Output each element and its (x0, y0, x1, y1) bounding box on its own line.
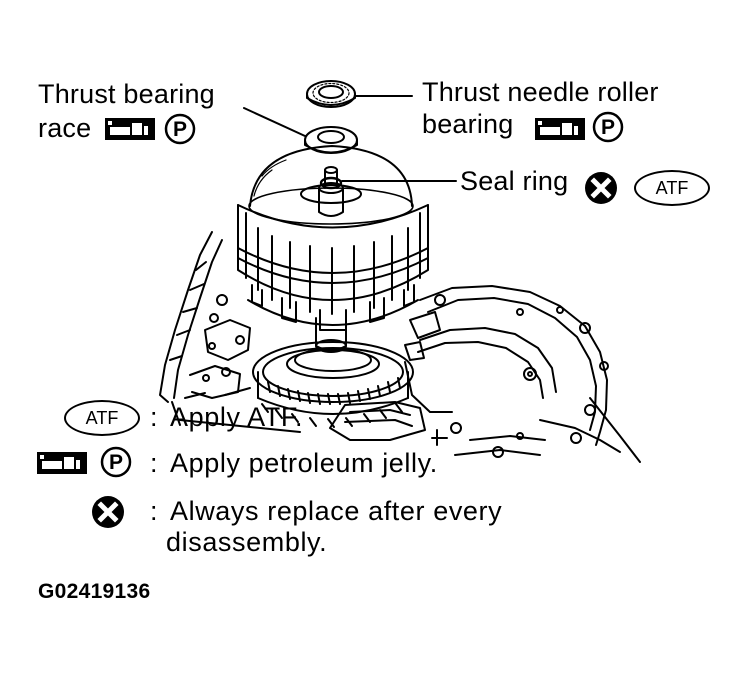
svg-text:P: P (173, 118, 187, 141)
clutch-drum (237, 145, 429, 353)
legend-jelly-text: Apply petroleum jelly. (170, 448, 438, 478)
legend-atf-oval-icon: ATF (64, 400, 140, 436)
atf-oval-icon: ATF (634, 170, 710, 206)
label-thrust-needle-line2: bearing (422, 109, 514, 139)
label-seal-ring: Seal ring (460, 166, 569, 196)
legend-replace-text-line1: Always replace after every (170, 496, 503, 526)
grease-gun-icon (105, 118, 155, 140)
svg-text:P: P (109, 451, 123, 474)
thrust-needle-roller-bearing-part (306, 80, 356, 108)
legend-replace-x-icon (92, 496, 124, 528)
label-thrust-needle-line1: Thrust needle roller (422, 77, 659, 107)
seal-ring-part (319, 176, 343, 190)
petroleum-jelly-p-icon: P (592, 111, 624, 143)
legend-colon-atf: : (150, 402, 159, 432)
legend-grease-gun-icon (37, 452, 87, 474)
legend-colon-replace: : (150, 496, 159, 526)
leader-lines (243, 95, 457, 182)
legend-replace-text-line2: disassembly. (166, 527, 328, 557)
legend-colon-jelly: : (150, 448, 159, 478)
figure-id: G02419136 (38, 580, 151, 603)
label-thrust-bearing-race-line2: race (38, 113, 92, 143)
grease-gun-icon (535, 118, 585, 140)
legend-atf-text: Apply ATF. (170, 402, 304, 432)
transmission-case (159, 231, 641, 463)
petroleum-jelly-p-icon: P (164, 113, 196, 145)
thrust-bearing-race-part (304, 126, 358, 154)
label-thrust-bearing-race-line1: Thrust bearing (38, 79, 215, 109)
legend-petroleum-jelly-p-icon: P (100, 446, 132, 478)
replace-x-icon (585, 172, 617, 204)
svg-text:P: P (601, 116, 615, 139)
